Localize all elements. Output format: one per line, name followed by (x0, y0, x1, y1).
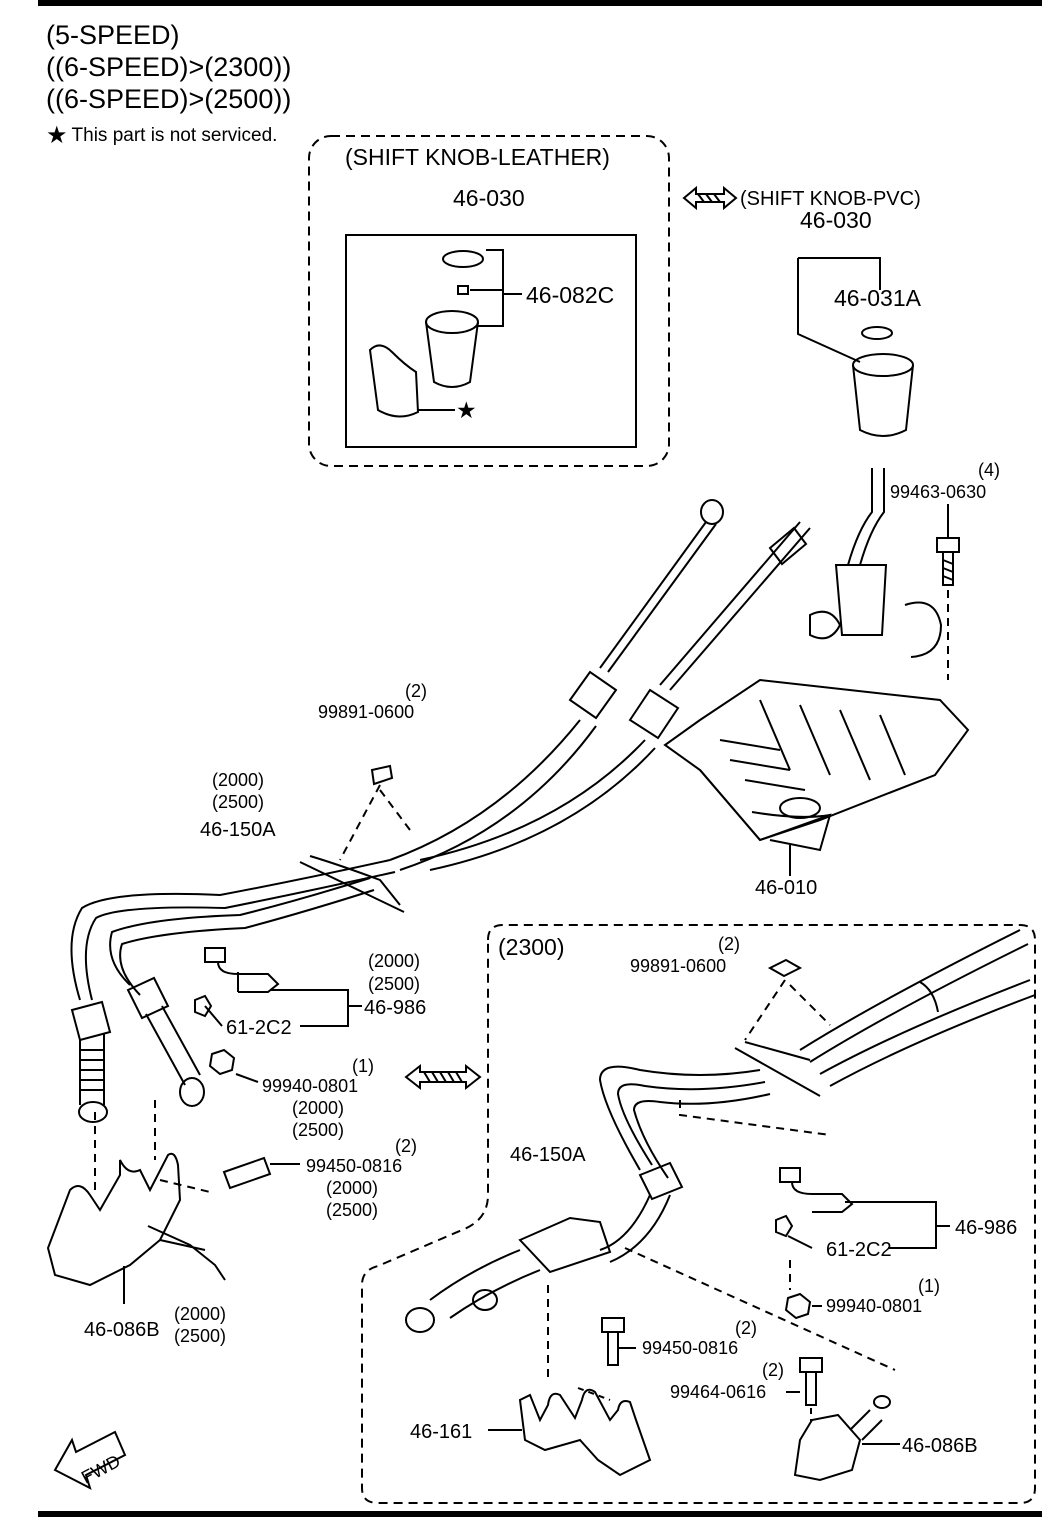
shifter-assembly-drawing (663, 468, 970, 876)
swap-arrow-top (682, 185, 738, 211)
main-cable-variant-2000: (2000) (212, 770, 264, 790)
main-clip-variant-2500: (2500) (368, 974, 420, 994)
main-nut-part-number: 99891-0600 (318, 702, 414, 722)
star-icon: ★ (46, 122, 68, 149)
pvc-knob-title: (SHIFT KNOB-PVC) (740, 188, 921, 210)
main-clip-drawing (194, 764, 411, 1083)
main-pin-part-number: 61-2C2 (226, 1017, 292, 1039)
leather-knob-frame (308, 135, 670, 467)
main-bolt-qty: (2) (395, 1136, 417, 1156)
leather-knob-inner-box (345, 234, 637, 448)
main-bracket-variant-2500: (2500) (174, 1326, 226, 1346)
leather-knob-title: (SHIFT KNOB-LEATHER) (345, 144, 610, 170)
top-border (38, 0, 1042, 6)
sub-pin-part-number: 61-2C2 (826, 1239, 892, 1261)
main-nut-qty: (2) (405, 681, 427, 701)
leather-knob-drawing (368, 249, 522, 418)
main-bracket-drawing (46, 1100, 300, 1304)
pvc-knob-drawing (797, 257, 914, 437)
header-line-6speed-2500: ((6-SPEED)>(2500)) (46, 84, 292, 114)
pvc-knob-part-number: 46-030 (800, 207, 872, 233)
leather-knob-cap-part-number: 46-082C (526, 282, 614, 308)
sub-nut2-qty: (1) (918, 1276, 940, 1296)
sub-cable-part-number: 46-150A (510, 1144, 586, 1166)
main-cable-variant-2500: (2500) (212, 792, 264, 812)
shifter-bolt-part-number: 99463-0630 (890, 482, 986, 502)
header-line-5speed: (5-SPEED) (46, 20, 180, 50)
main-bolt-part-number: 99450-0816 (306, 1156, 402, 1176)
bolt-99463-drawing (936, 504, 960, 680)
main-nut2-variant-2500: (2500) (292, 1120, 344, 1140)
main-bracket-part-number: 46-086B (84, 1319, 160, 1341)
main-clip-part-number: 46-986 (364, 997, 426, 1019)
header-line-6speed-2300: ((6-SPEED)>(2300)) (46, 52, 292, 82)
shifter-housing-part-number: 46-010 (755, 877, 817, 899)
sub-bracket2-part-number: 46-086B (902, 1435, 978, 1457)
main-bolt-variant-2000: (2000) (326, 1178, 378, 1198)
sub-bolt-part-number: 99450-0816 (642, 1338, 738, 1358)
sub-clip-part-number: 46-986 (955, 1217, 1017, 1239)
main-bolt-variant-2500: (2500) (326, 1200, 378, 1220)
main-nut2-part-number: 99940-0801 (262, 1076, 358, 1096)
bottom-border (38, 1511, 1042, 1517)
sub-bolt2-qty: (2) (762, 1360, 784, 1380)
not-serviced-star-icon: ★ (456, 397, 477, 423)
shifter-bolt-qty: (4) (978, 460, 1000, 480)
variant-2300-title: (2300) (498, 934, 564, 960)
sub-nut-qty: (2) (718, 934, 740, 954)
main-cable-part-number: 46-150A (200, 819, 276, 841)
fwd-arrow (53, 1430, 127, 1490)
pvc-knob-cap-part-number: 46-031A (834, 285, 922, 311)
note-text: This part is not serviced. (71, 125, 278, 146)
sub-nut2-part-number: 99940-0801 (826, 1296, 922, 1316)
sub-bolt2-part-number: 99464-0616 (670, 1382, 766, 1402)
variant-2300-drawing (405, 929, 1036, 1482)
main-cable-drawing (70, 499, 811, 1123)
main-clip-variant-2000: (2000) (368, 951, 420, 971)
sub-bolt-qty: (2) (735, 1318, 757, 1338)
main-nut2-variant-2000: (2000) (292, 1098, 344, 1118)
sub-nut-part-number: 99891-0600 (630, 956, 726, 976)
leather-knob-part-number: 46-030 (453, 185, 525, 211)
main-bracket-variant-2000: (2000) (174, 1304, 226, 1324)
sub-bracket1-part-number: 46-161 (410, 1421, 472, 1443)
main-nut2-qty: (1) (352, 1056, 374, 1076)
not-serviced-note: ★This part is not serviced. (46, 121, 277, 150)
variant-2300-frame (361, 924, 1036, 1504)
swap-arrow-middle (404, 1063, 482, 1091)
fwd-label: FWD (78, 1451, 124, 1488)
